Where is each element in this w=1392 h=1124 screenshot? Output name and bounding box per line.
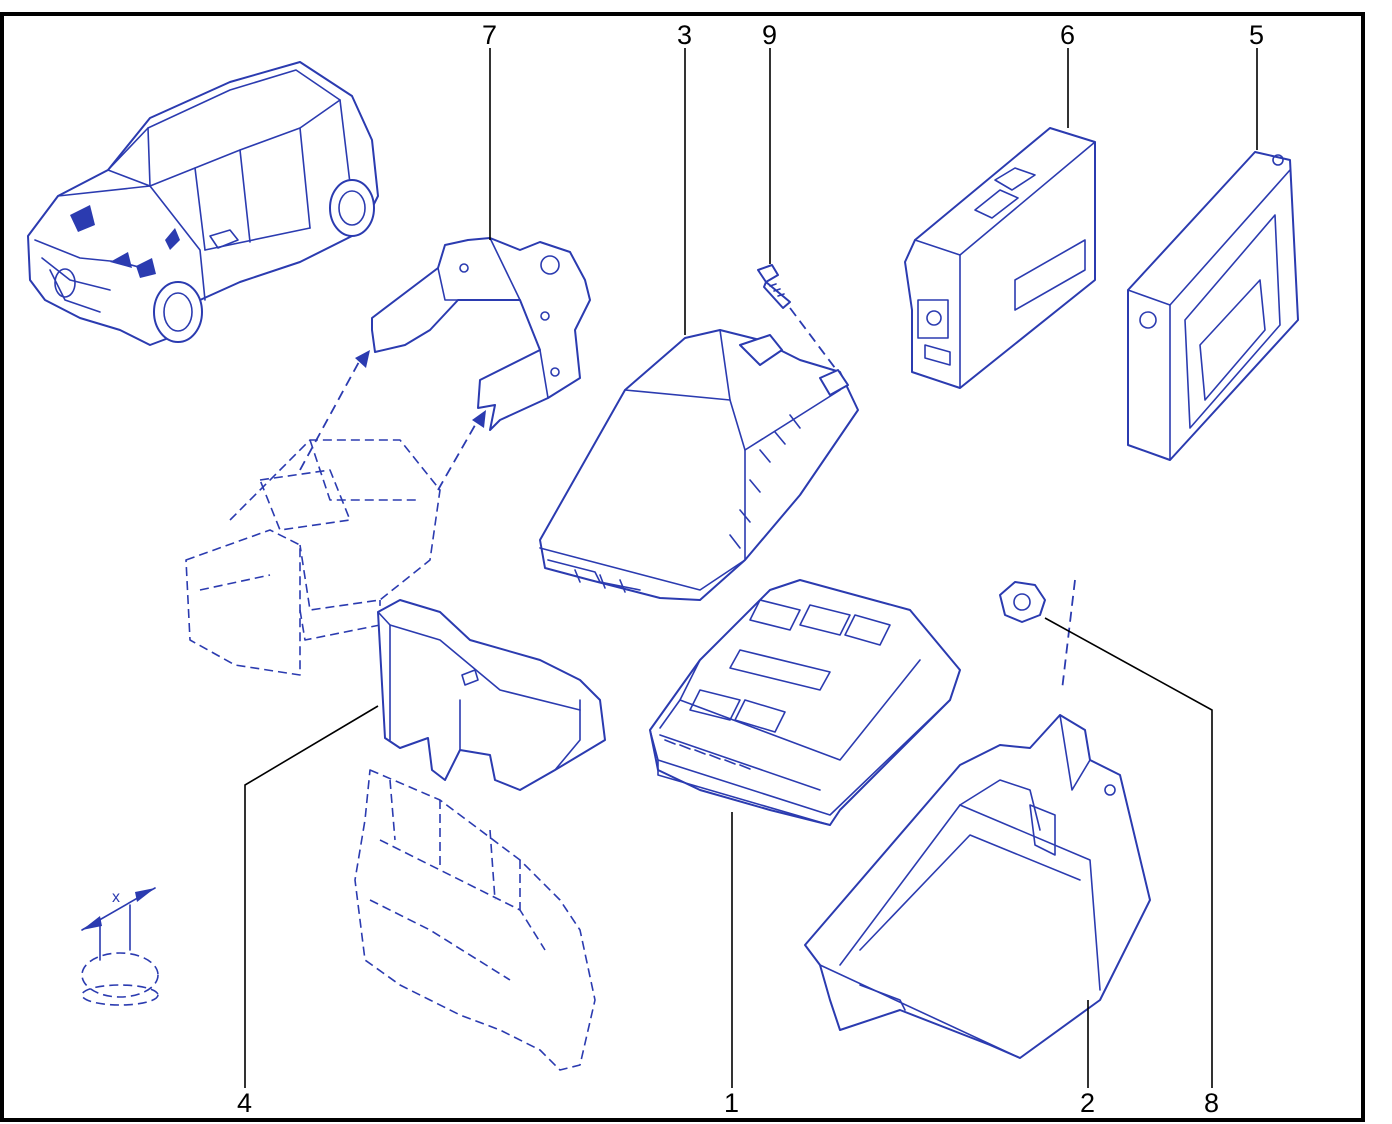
diagram-border	[0, 12, 1365, 1122]
part-8-nut	[999, 581, 1046, 623]
dimension-detail: x	[81, 887, 159, 1006]
part-3-cover	[539, 329, 859, 601]
part-1-fuse-box	[649, 579, 961, 826]
callout-5: 5	[1249, 20, 1264, 50]
vehicle-locator-illustration	[27, 61, 379, 346]
part-7-bracket	[371, 237, 591, 431]
callout-3: 3	[677, 20, 692, 50]
callout-4: 4	[237, 1088, 252, 1118]
part-9-screw	[757, 264, 791, 309]
dimension-label: x	[112, 889, 120, 906]
callout-labels: 7 3 9 6 5 4 1 2 8	[237, 20, 1264, 1118]
leader-lines	[244, 48, 1258, 1088]
part-6-control-module	[904, 127, 1096, 389]
ghost-lower-block	[354, 769, 596, 1071]
callout-1: 1	[724, 1088, 739, 1118]
ghost-relay-block	[185, 439, 441, 676]
callout-7: 7	[482, 20, 497, 50]
part-5-mounting-frame	[1127, 151, 1299, 461]
part-2-tray	[804, 714, 1151, 1059]
callout-9: 9	[762, 20, 777, 50]
callout-8: 8	[1204, 1088, 1219, 1118]
part-4-relay-cover	[377, 599, 606, 791]
callout-2: 2	[1080, 1088, 1095, 1118]
callout-6: 6	[1060, 20, 1075, 50]
